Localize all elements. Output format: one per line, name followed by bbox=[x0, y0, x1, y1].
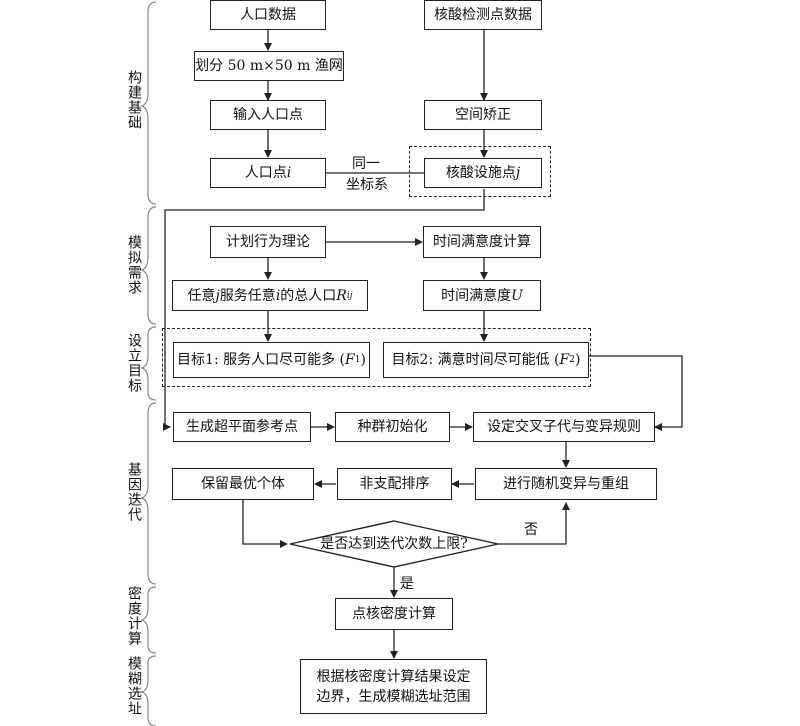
brace-iterate bbox=[140, 402, 157, 585]
brace-construct bbox=[140, 1, 157, 205]
node-facility-point: 核酸设施点 j bbox=[424, 158, 542, 188]
brace-fuzzy bbox=[140, 655, 157, 726]
same-coord-label-1: 同一 bbox=[352, 156, 380, 172]
decision-text: 是否达到迭代次数上限? bbox=[320, 536, 468, 552]
stage-label-fuzzy: 模糊选址 bbox=[126, 656, 142, 716]
node-keep-best: 保留最优个体 bbox=[172, 468, 314, 500]
stage-label-goals: 设立目标 bbox=[126, 333, 142, 393]
node-nondominated-sort: 非支配排序 bbox=[337, 468, 452, 500]
node-grid: 划分 50 m×50 m 渔网 bbox=[194, 51, 344, 81]
final-line-2: 边界，生成模糊选址范围 bbox=[316, 688, 471, 705]
stage-label-simulate: 模拟需求 bbox=[126, 235, 142, 295]
node-population-data: 人口数据 bbox=[210, 0, 326, 30]
brace-goals bbox=[140, 326, 157, 401]
stage-label-construct: 构建基础 bbox=[126, 70, 142, 130]
node-mutate-recombine: 进行随机变异与重组 bbox=[475, 468, 657, 500]
brace-simulate bbox=[140, 206, 157, 325]
node-input-points: 输入人口点 bbox=[210, 100, 326, 130]
node-tpb: 计划行为理论 bbox=[210, 226, 326, 258]
node-population-point: 人口点 i bbox=[210, 158, 326, 188]
decision-diamond bbox=[289, 520, 499, 568]
node-time-sat: 时间满意度 U bbox=[423, 280, 541, 311]
node-time-sat-calc: 时间满意度计算 bbox=[423, 226, 541, 258]
same-coord-label-2: 坐标系 bbox=[346, 177, 388, 193]
stage-label-density: 密度计算 bbox=[126, 586, 142, 646]
node-kde: 点核密度计算 bbox=[335, 598, 453, 630]
label-yes: 是 bbox=[400, 576, 414, 592]
arrow-goals-rules bbox=[589, 355, 683, 431]
node-nat-data: 核酸检测点数据 bbox=[424, 0, 542, 30]
arrow-keep-decision bbox=[242, 500, 288, 548]
arrow-decision-no bbox=[498, 502, 570, 545]
arrow-facility-to-ref bbox=[163, 189, 485, 431]
node-pop-init: 种群初始化 bbox=[335, 412, 450, 442]
stage-label-iterate: 基因迭代 bbox=[126, 462, 142, 522]
node-set-rules: 设定交叉子代与变异规则 bbox=[473, 412, 655, 442]
final-line-1: 根据核密度计算结果设定 bbox=[316, 668, 471, 685]
label-no: 否 bbox=[524, 522, 538, 538]
brace-density bbox=[140, 586, 157, 654]
stage-braces bbox=[140, 1, 157, 726]
facility-dashed-group bbox=[409, 146, 551, 197]
node-final-result: 根据核密度计算结果设定 边界，生成模糊选址范围 bbox=[300, 659, 487, 714]
goals-dashed-group bbox=[162, 328, 591, 387]
node-spatial-correction: 空间矫正 bbox=[424, 100, 542, 130]
node-hyperplane-ref: 生成超平面参考点 bbox=[173, 412, 311, 442]
